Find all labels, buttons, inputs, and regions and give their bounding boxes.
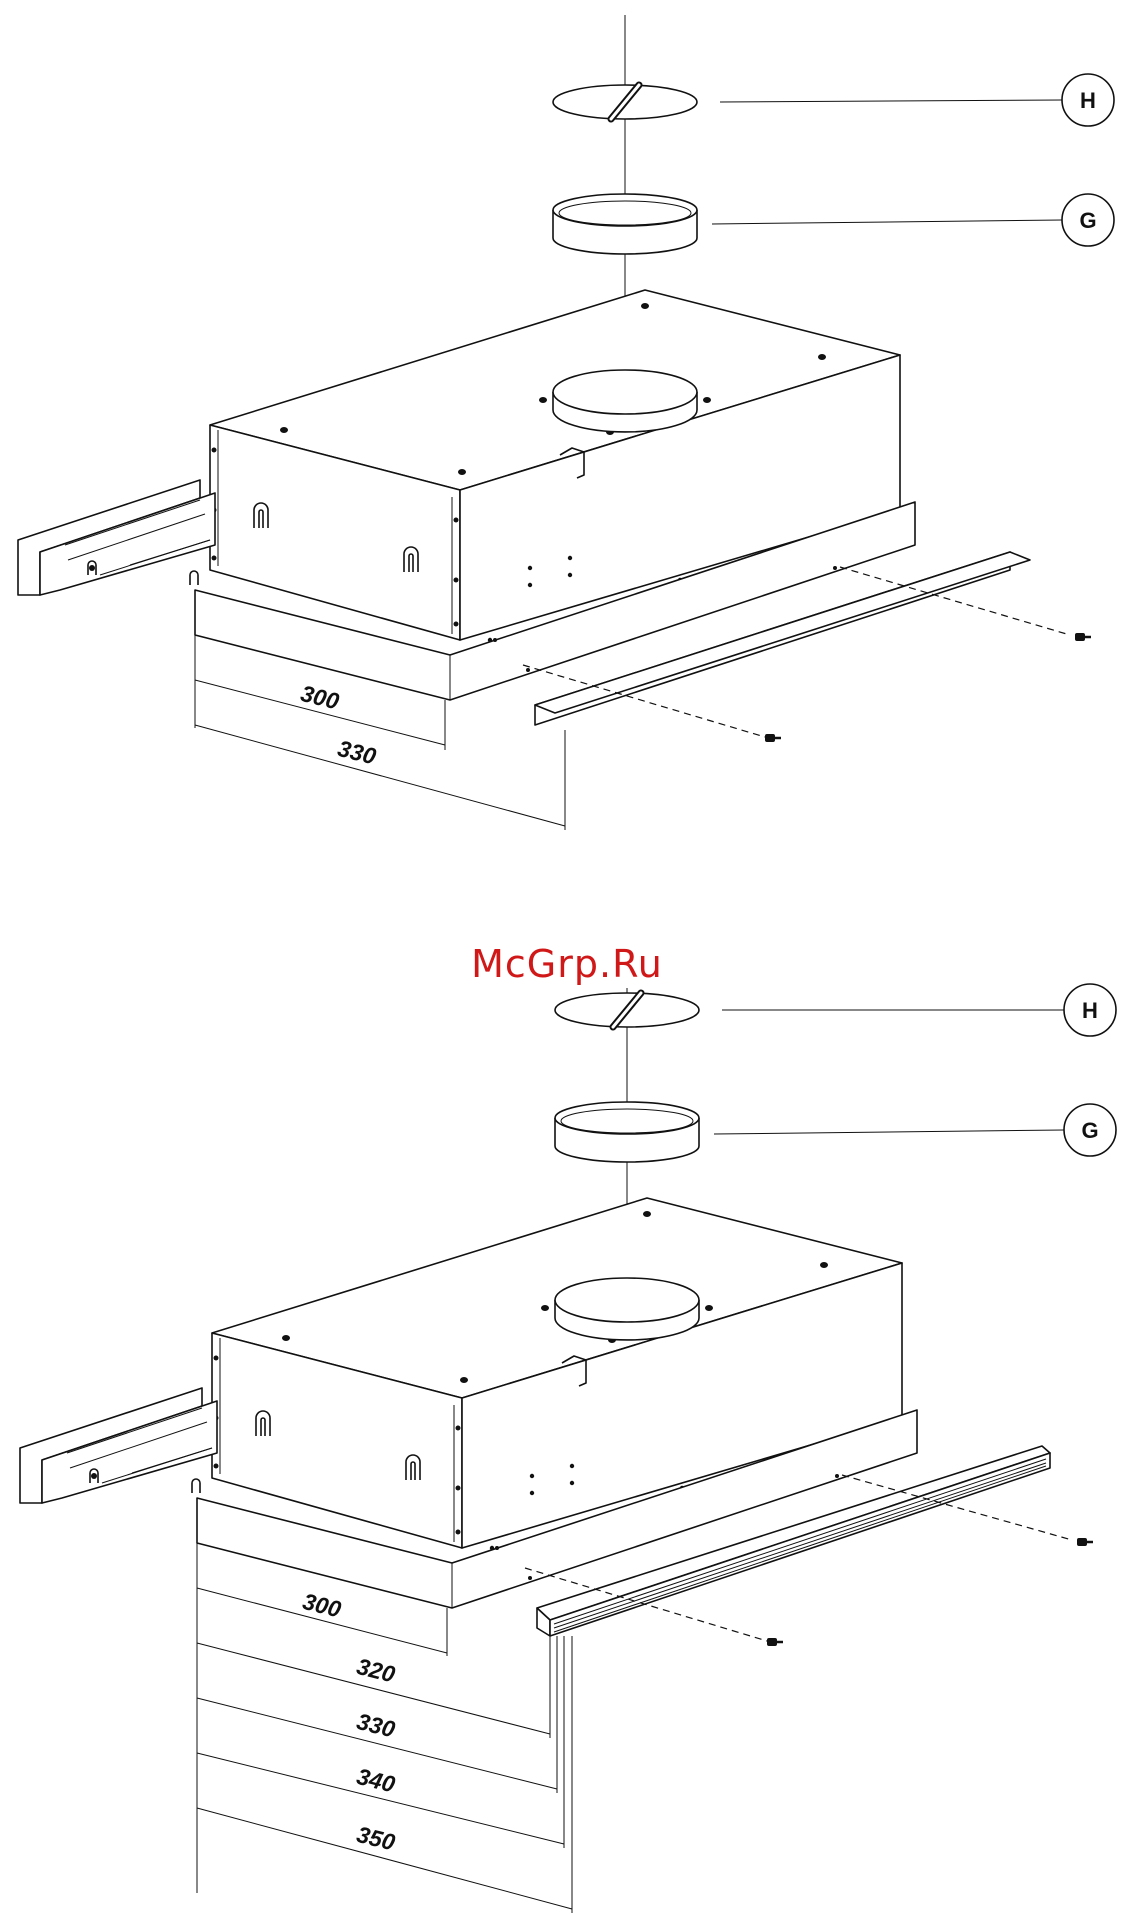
svg-text:G: G bbox=[1081, 1118, 1098, 1143]
diagram-top: H G 300 330 bbox=[18, 15, 1114, 830]
screw-icon bbox=[1077, 1538, 1093, 1546]
collar-ring-g bbox=[555, 1102, 699, 1162]
diagram-bottom: H G bbox=[20, 984, 1116, 1913]
svg-text:H: H bbox=[1080, 88, 1096, 113]
callout-g: G bbox=[1064, 1104, 1116, 1156]
collar-ring-g bbox=[553, 194, 697, 254]
screw-icon bbox=[767, 1638, 783, 1646]
damper-flap-h bbox=[553, 85, 697, 119]
svg-text:G: G bbox=[1079, 208, 1096, 233]
callout-h: H bbox=[1062, 74, 1114, 126]
dimension-label: 300 bbox=[300, 1588, 344, 1623]
screw-icon bbox=[765, 734, 781, 742]
callout-h: H bbox=[1064, 984, 1116, 1036]
dimension-label: 340 bbox=[354, 1763, 398, 1798]
callout-g: G bbox=[1062, 194, 1114, 246]
damper-flap-h bbox=[555, 993, 699, 1027]
screw-icon bbox=[1075, 633, 1091, 641]
dimension-label: 350 bbox=[354, 1821, 398, 1856]
dimension-label: 300 bbox=[298, 680, 342, 715]
dimension-label: 330 bbox=[335, 735, 379, 770]
dimension-label: 330 bbox=[354, 1708, 398, 1743]
watermark: McGrp.Ru bbox=[0, 942, 1134, 986]
svg-text:H: H bbox=[1082, 998, 1098, 1023]
dimension-label: 320 bbox=[354, 1653, 398, 1688]
